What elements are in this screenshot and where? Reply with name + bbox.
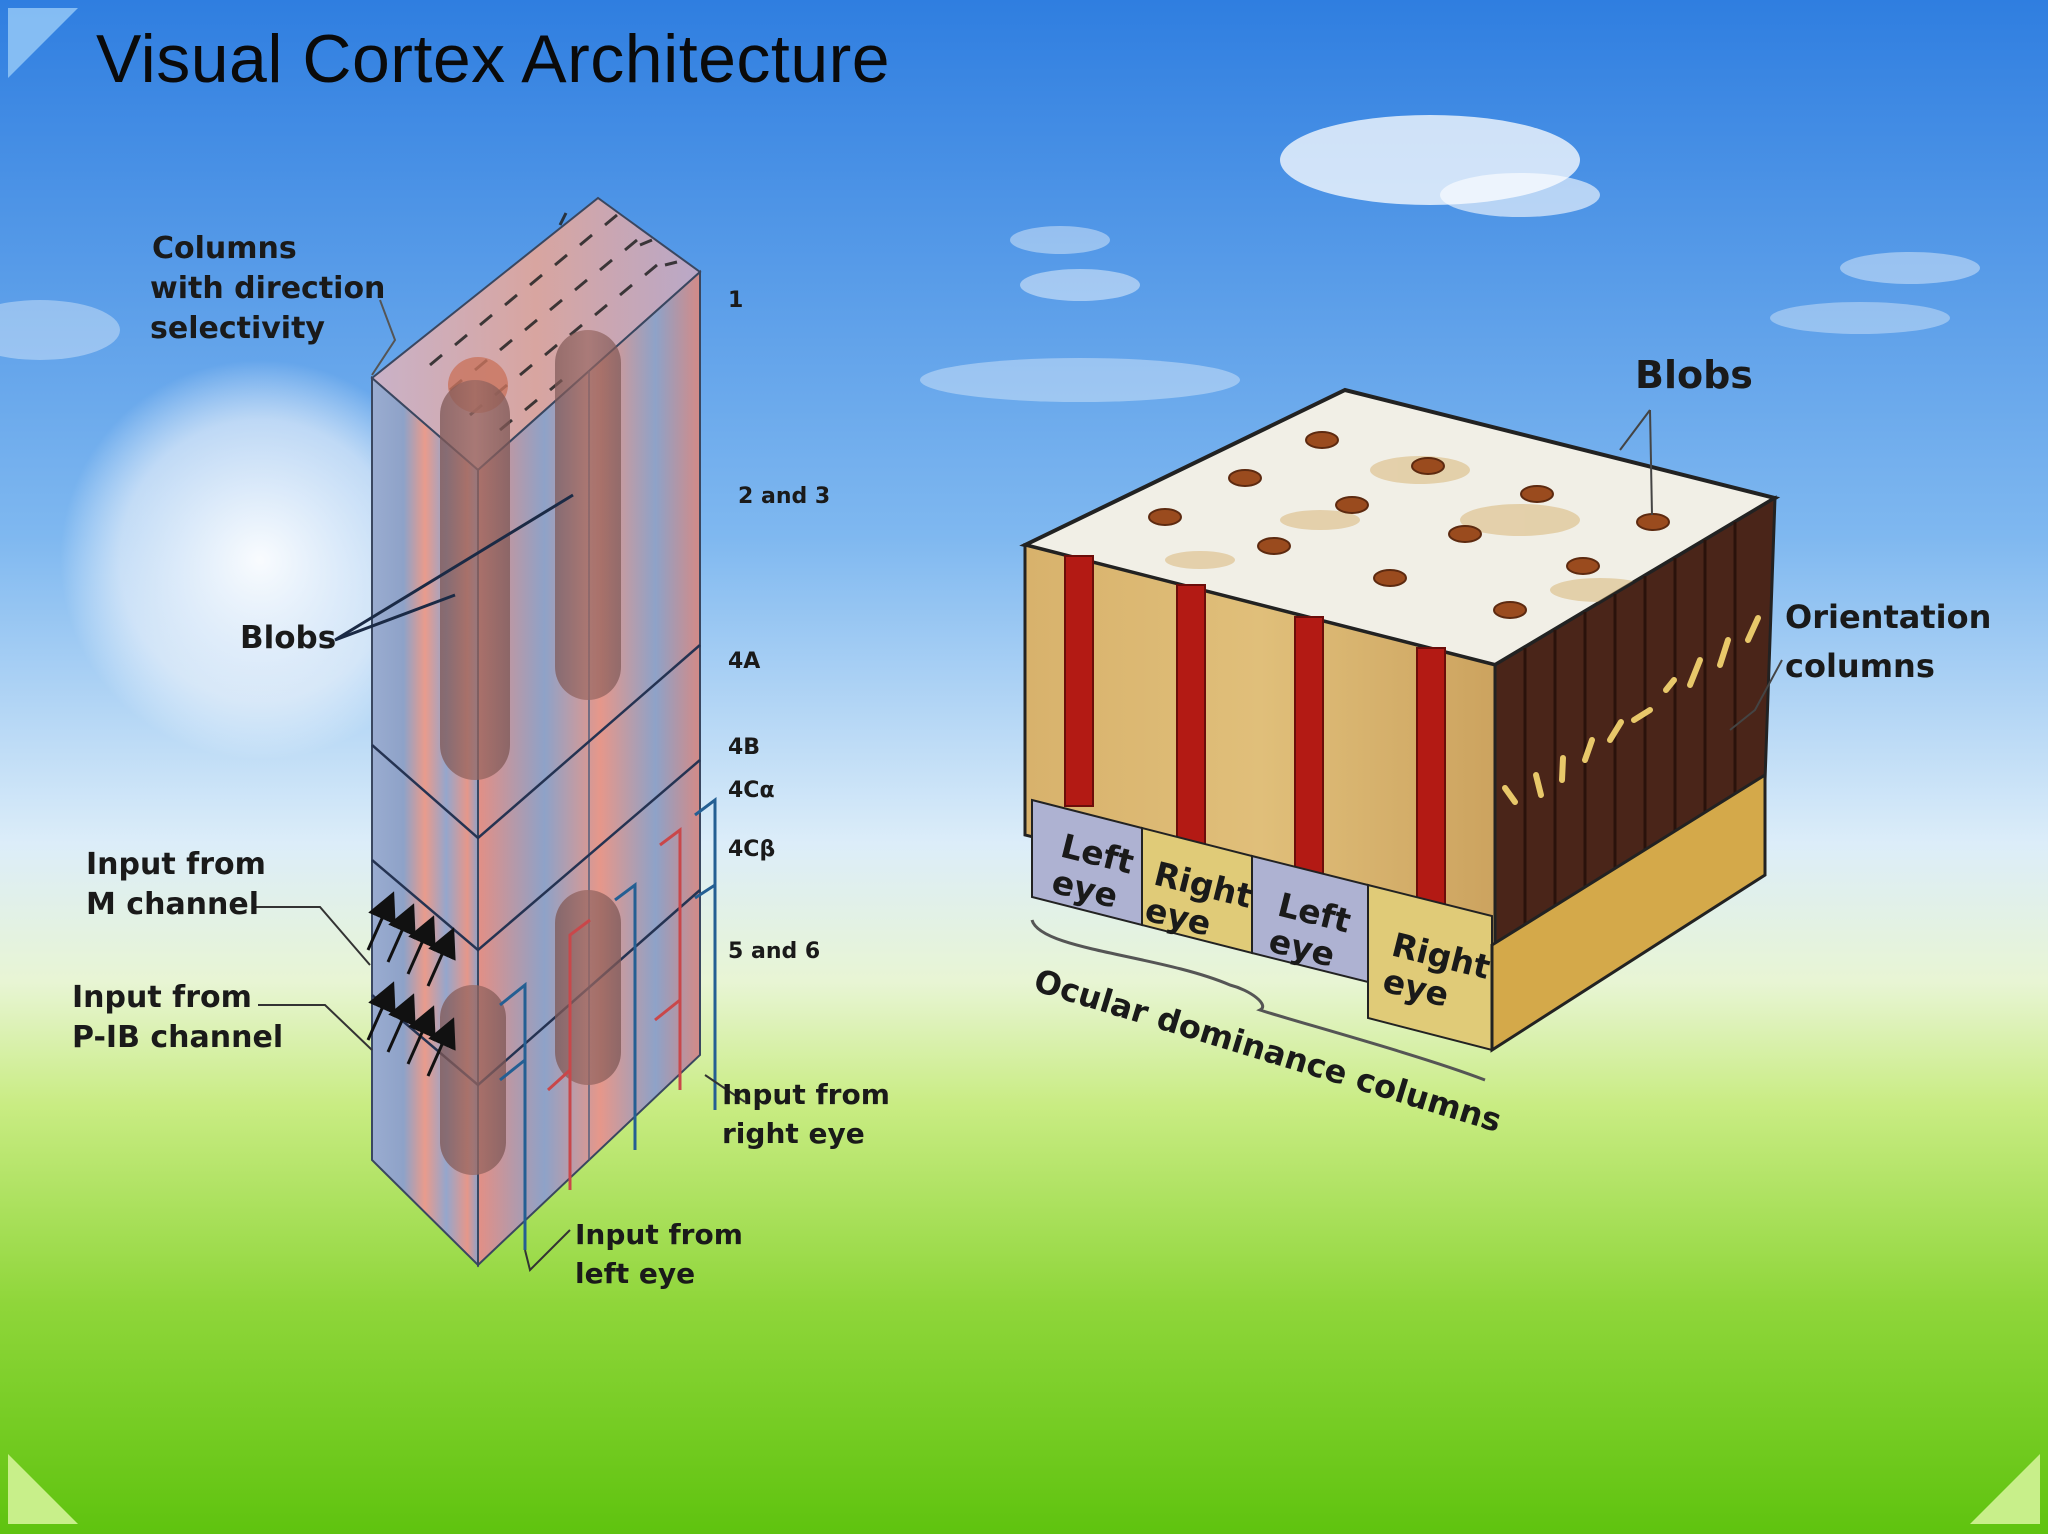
slide-title: Visual Cortex Architecture <box>96 21 891 97</box>
input-left-eye-label: Input from left eye <box>575 1218 753 1290</box>
blob-pointer-lines <box>334 493 574 642</box>
m-channel-arrows <box>366 891 456 987</box>
blobs-label-left: Blobs <box>240 620 336 656</box>
corner-decoration-bottom-right <box>1970 1454 2040 1524</box>
p-channel-arrows <box>366 981 456 1077</box>
orientation-pointer-line <box>1729 659 1783 731</box>
ocular-dominance-red-columns <box>1064 555 1446 921</box>
input-right-eye-label: Input from right eye <box>722 1078 900 1150</box>
layer-label-4a: 4A <box>728 649 760 674</box>
input-leader-lines <box>255 906 746 1272</box>
right-eye-input-lines <box>546 827 682 1190</box>
columns-direction-label: Columns with direction selectivity <box>150 231 396 346</box>
blobs-label-right: Blobs <box>1635 353 1753 397</box>
layer-label-4c-beta: 4Cβ <box>728 837 775 862</box>
blobs-pointer-lines-right <box>1619 409 1653 516</box>
orientation-columns-label: Orientation columns <box>1785 598 2003 685</box>
corner-decoration-bottom-left <box>8 1454 78 1524</box>
eye-label-left-2: Left eye <box>1265 885 1366 979</box>
orientation-ticks <box>1502 615 1761 805</box>
input-p-channel-label: Input from P-IB channel <box>72 980 283 1055</box>
block-bottom-side-slab <box>1490 772 1767 1053</box>
left-eye-input-lines <box>499 797 717 1250</box>
input-m-channel-label: Input from M channel <box>86 847 276 922</box>
columns-pointer-line <box>371 299 397 376</box>
layer-label-1: 1 <box>728 288 743 313</box>
hypercolumn-block-diagram: Blobs Orientation columns Left eye Right… <box>1019 353 2003 1140</box>
layer-label-4b: 4B <box>728 735 760 760</box>
layer-label-5-6: 5 and 6 <box>728 939 820 964</box>
ocular-brace <box>1030 919 1486 1082</box>
layer-label-2-3: 2 and 3 <box>738 484 830 509</box>
layer-label-4c-alpha: 4Cα <box>728 778 775 803</box>
top-blobs <box>1148 431 1670 619</box>
cortical-column-diagram: Columns with direction selectivity Blobs… <box>72 196 900 1290</box>
corner-decoration-top-left <box>8 8 78 78</box>
